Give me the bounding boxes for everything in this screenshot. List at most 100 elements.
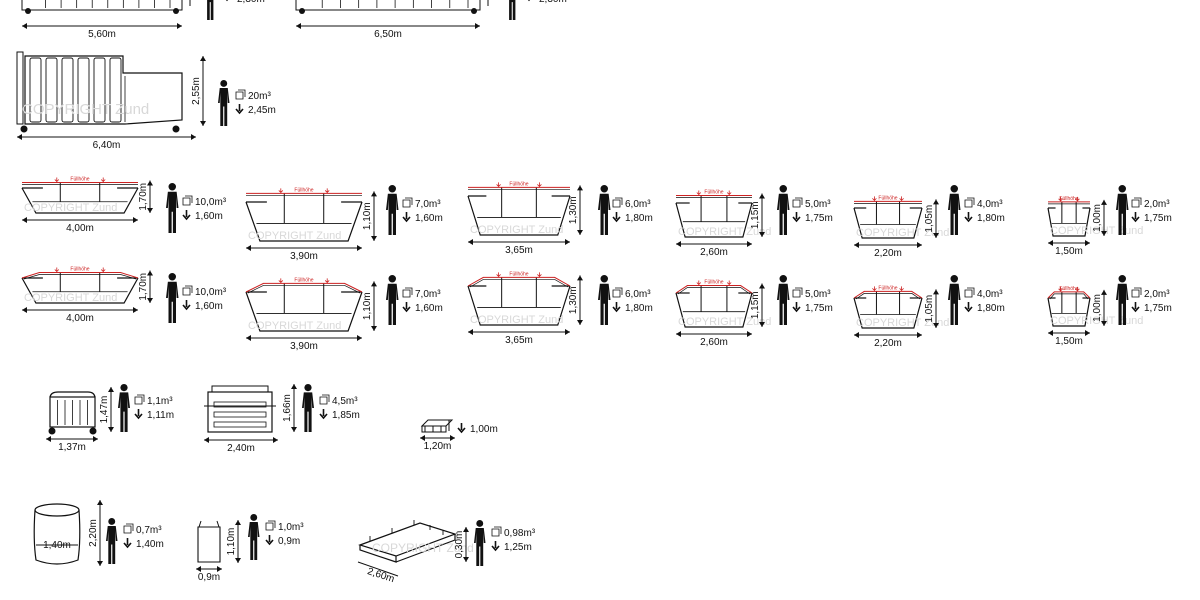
fill-height-label: Füllhöhe <box>70 177 89 183</box>
loading-height-label: 1,25m <box>504 542 532 553</box>
width-label: 1,40m <box>43 540 71 551</box>
volume-cube-icon <box>123 523 134 534</box>
person-silhouette-icon <box>777 275 790 325</box>
width-label: 6,50m <box>374 29 402 40</box>
loading-height-label: 1,75m <box>805 213 833 224</box>
volume-label: 7,0m³ <box>415 199 441 210</box>
rolloff-panel <box>109 57 122 123</box>
height-label: 1,10m <box>362 202 373 230</box>
height-label: 0,30m <box>454 531 465 559</box>
down-arrow-icon <box>1131 302 1140 313</box>
volume-label: 20m³ <box>248 91 271 102</box>
down-arrow-icon <box>123 538 132 549</box>
height-label: 1,66m <box>282 394 293 422</box>
copyright-watermark: COPYRIGHT Zund <box>248 320 341 332</box>
rolloff-panel <box>93 57 106 123</box>
person-silhouette-icon <box>386 275 399 325</box>
fill-height-arrow-icon <box>696 280 702 286</box>
width-label: 4,00m <box>66 223 94 234</box>
fill-height-label: Füllhöhe <box>1059 196 1078 202</box>
down-arrow-icon <box>964 212 973 223</box>
width-label: 4,00m <box>66 313 94 324</box>
fill-height-arrow-icon <box>1075 286 1080 292</box>
person-silhouette-icon <box>386 185 399 235</box>
down-arrow-icon <box>134 409 143 420</box>
skip-body <box>675 292 753 328</box>
fill-height-label: Füllhöhe <box>509 271 528 277</box>
volume-label: 1,1m³ <box>147 396 173 407</box>
container-roll-560: 5,60m2,30m <box>21 0 265 40</box>
skip-body <box>675 202 753 238</box>
volume-cube-icon <box>182 285 193 296</box>
height-label: 1,30m <box>568 286 579 314</box>
volume-label: 5,0m³ <box>805 199 831 210</box>
skip-lid <box>677 287 751 295</box>
down-arrow-icon <box>792 302 801 313</box>
skip-lid <box>469 279 569 288</box>
width-arrowheads <box>1048 240 1090 246</box>
copyright-watermark: COPYRIGHT Zund <box>372 541 474 555</box>
fill-height-arrow-icon <box>899 286 904 292</box>
width-label: 5,60m <box>88 29 116 40</box>
fill-height-label: Füllhöhe <box>1059 286 1078 292</box>
fill-height-label: Füllhöhe <box>294 187 313 193</box>
down-arrow-icon <box>319 409 328 420</box>
flatbag-side <box>359 534 456 563</box>
fill-height-line <box>853 290 923 299</box>
volume-label: 5,0m³ <box>805 289 831 300</box>
skip-body <box>245 291 363 332</box>
height-arrowheads <box>759 193 765 237</box>
height-arrowheads <box>759 283 765 327</box>
fill-height-arrow-icon <box>1058 286 1063 292</box>
rolloff-panel <box>61 57 74 123</box>
person-silhouette-icon <box>474 520 486 566</box>
volume-cube-icon <box>612 197 623 208</box>
skip-body <box>853 297 923 329</box>
height-label: 1,15m <box>750 291 761 319</box>
copyright-watermark: COPYRIGHT Zund <box>678 226 771 238</box>
rolloff-body <box>21 0 183 11</box>
person-silhouette-icon <box>1116 275 1129 325</box>
person-silhouette-icon <box>207 0 214 20</box>
fill-height-arrow-icon <box>496 182 501 188</box>
loading-height-label: 1,75m <box>1144 213 1172 224</box>
volume-label: 6,0m³ <box>625 289 651 300</box>
fill-height-line <box>467 276 571 287</box>
volume-cube-icon <box>612 287 623 298</box>
loading-height-label: 1,80m <box>625 213 653 224</box>
container-roll-650: 6,50m2,30m <box>295 0 567 40</box>
wheel-icon <box>25 8 31 14</box>
volume-cube-icon <box>182 195 193 206</box>
wheel-icon <box>471 8 477 14</box>
height-label: 1,10m <box>362 292 373 320</box>
width-dimension-line <box>357 561 399 577</box>
volume-cube-icon <box>964 197 975 208</box>
height-label: 1,30m <box>568 196 579 224</box>
down-arrow-icon <box>964 302 973 313</box>
loading-height-label: 1,75m <box>805 303 833 314</box>
down-arrow-icon <box>612 212 621 223</box>
width-label: 6,40m <box>93 140 121 151</box>
loading-height-label: 2,45m <box>248 105 276 116</box>
fill-height-arrow-icon <box>324 188 330 194</box>
volume-cube-icon <box>491 526 502 537</box>
person-silhouette-icon <box>166 183 179 233</box>
loading-height-label: 1,60m <box>195 301 223 312</box>
volume-cube-icon <box>792 197 803 208</box>
bigbag-body <box>197 526 221 563</box>
box-rail <box>213 421 267 428</box>
person-silhouette-icon <box>118 384 130 432</box>
skip-body <box>853 207 923 239</box>
person-silhouette-icon <box>598 275 611 325</box>
height-arrowheads <box>108 387 114 432</box>
volume-label: 2,0m³ <box>1144 199 1170 210</box>
width-label: 3,90m <box>290 341 318 352</box>
box-lid <box>211 385 269 393</box>
